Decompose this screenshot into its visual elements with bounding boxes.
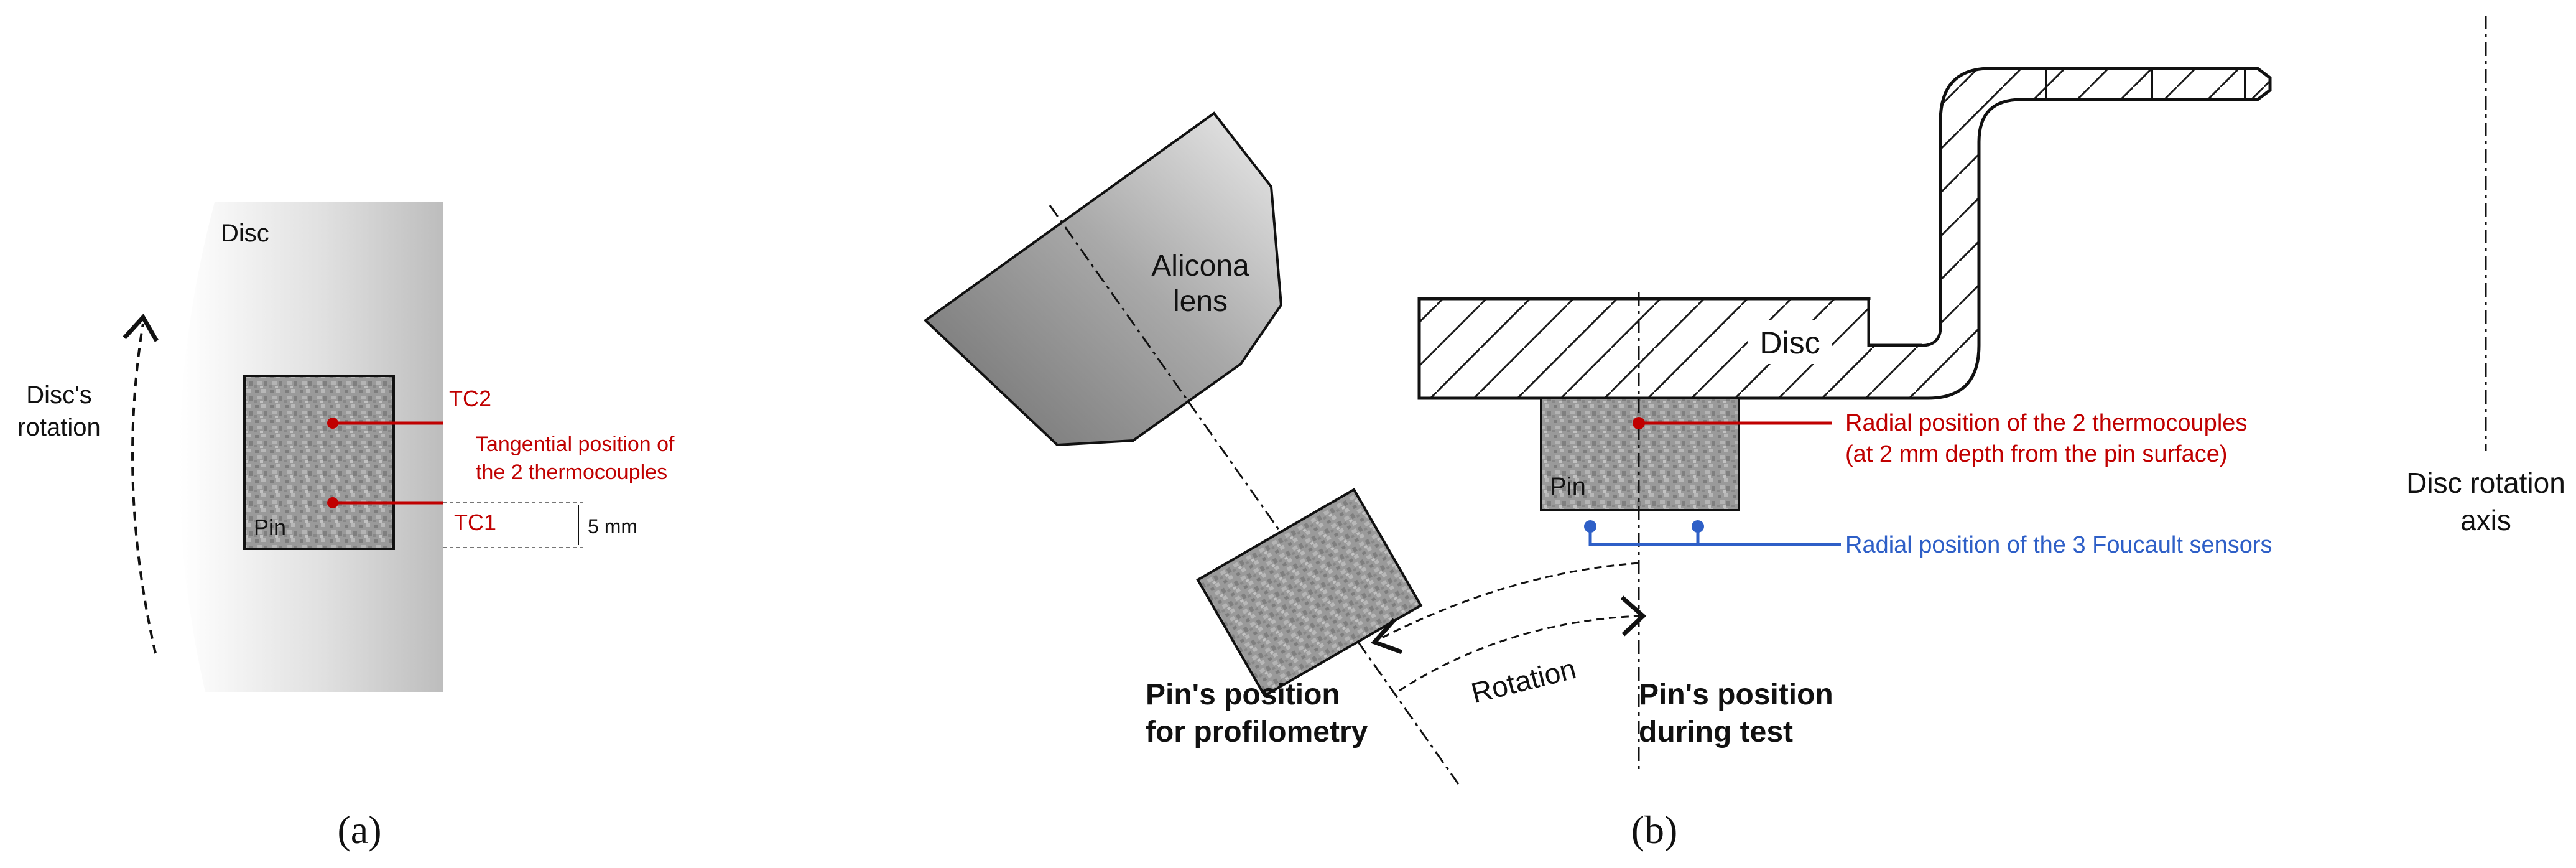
caption-b: (b) [1631, 808, 1678, 852]
disc-cross-section [1417, 67, 2272, 400]
lens-label-1: Alicona [1151, 250, 1249, 282]
rotation-label-2: rotation [17, 414, 100, 441]
tangential-label-2: the 2 thermocouples [476, 460, 667, 484]
rotation-arc-lower [1399, 615, 1639, 692]
rotation-arrow [131, 323, 157, 654]
caption-a: (a) [337, 808, 381, 852]
foucault-dot-2 [1692, 520, 1704, 533]
profilometry-label-1: Pin's position [1146, 678, 1340, 711]
foucault-bracket [1588, 526, 1841, 546]
radial-tc-label-2: (at 2 mm depth from the pin surface) [1845, 441, 2228, 467]
foucault-dot-1 [1584, 520, 1596, 533]
tc2-dot [327, 418, 338, 429]
alicona-lens [923, 111, 1283, 447]
panel-a: Disc Disc's rotation Pin TC2 TC1 Tangent… [17, 202, 675, 852]
pin-label-b: Pin [1550, 473, 1586, 500]
foucault-label: Radial position of the 3 Foucault sensor… [1845, 532, 2273, 558]
test-position-label-1: Pin's position [1639, 678, 1833, 711]
profilometry-label-2: for profilometry [1146, 716, 1368, 749]
profilometry-pin [1196, 488, 1423, 698]
rotation-label-b: Rotation [1468, 652, 1579, 709]
rotation-arc-dashed [1381, 562, 1639, 639]
disc-label-bg [1748, 320, 1832, 364]
disc-label-b: Disc [1759, 325, 1820, 360]
axis-label-2: axis [2460, 504, 2511, 536]
tc2-label: TC2 [449, 386, 491, 411]
rotation-label-1: Disc's [26, 381, 91, 409]
test-pin [1540, 397, 1740, 511]
arrowhead-right-icon [1620, 595, 1647, 637]
disc-label: Disc [221, 220, 269, 247]
tc1-label: TC1 [454, 510, 496, 535]
arrowhead-left-icon [1370, 618, 1403, 655]
pin-square [243, 375, 395, 550]
radial-tc-label-1: Radial position of the 2 thermocouples [1845, 410, 2247, 436]
lens-label-2: lens [1173, 285, 1228, 318]
tangential-label-1: Tangential position of [476, 432, 675, 456]
axis-label-1: Disc rotation [2406, 467, 2565, 499]
panel-b: Alicona lens Disc Pin Radial position of… [923, 16, 2565, 852]
pin-label: Pin [254, 515, 286, 540]
tc1-dot [327, 497, 338, 508]
rotation-arrowhead-icon [123, 314, 159, 342]
lens-axis-line [1049, 205, 1460, 785]
radial-tc-dot [1633, 417, 1645, 429]
test-position-label-2: during test [1639, 716, 1793, 749]
dimension-label: 5 mm [588, 515, 637, 538]
disc-notch-mask [1870, 300, 1939, 344]
